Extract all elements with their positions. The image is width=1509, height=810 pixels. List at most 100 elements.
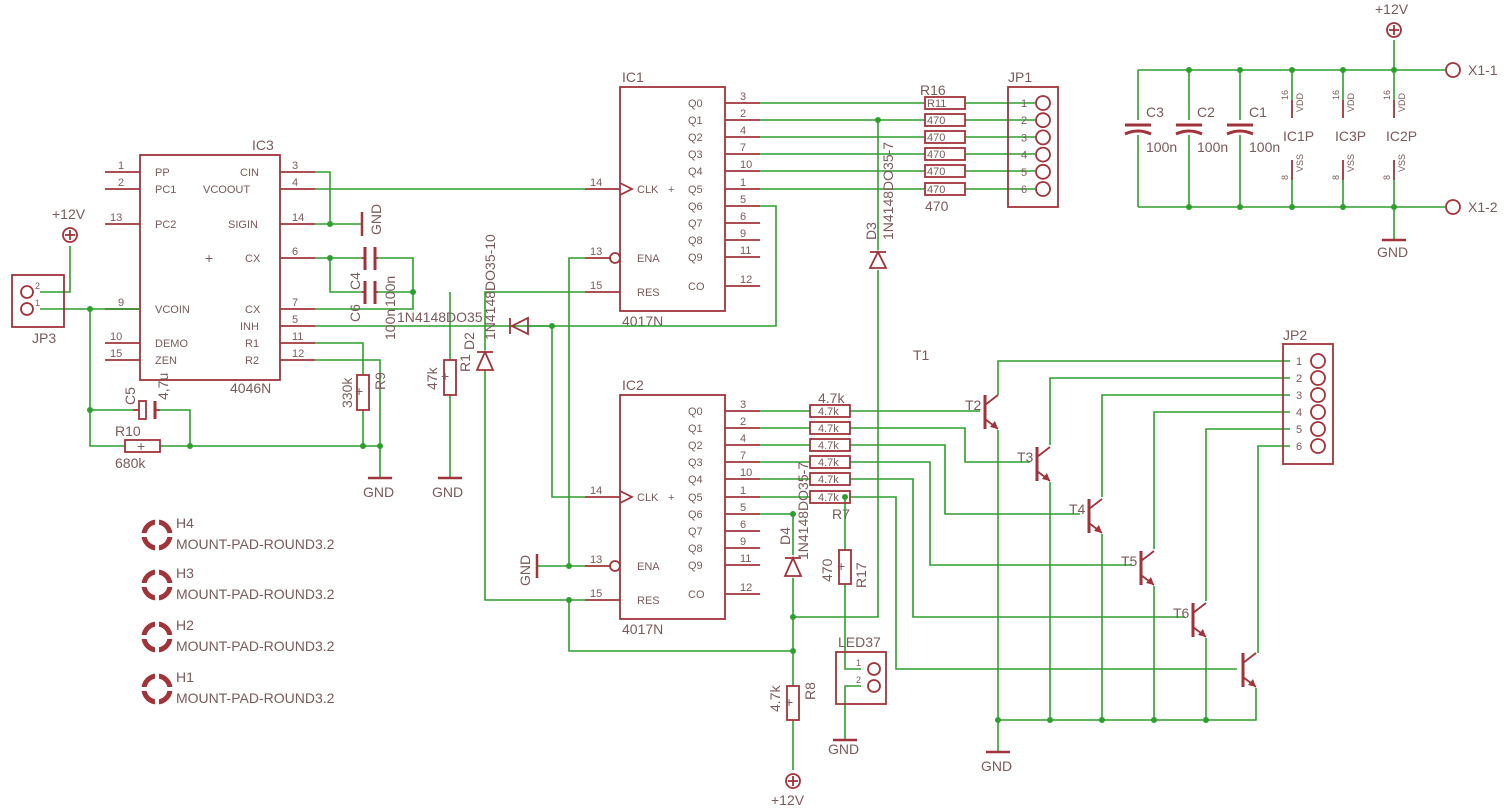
- transistor-name: T4: [1069, 501, 1086, 517]
- npn-transistor: T2: [965, 394, 999, 430]
- ic1p-vss: VSS: [1295, 154, 1305, 172]
- npn-transistor: T4: [1069, 498, 1103, 534]
- r9-mark: +: [355, 383, 363, 399]
- jp1-pin-pad: [1035, 95, 1051, 111]
- ic1-pin-num: 9: [740, 228, 746, 240]
- ic2-pin-num: 9: [740, 536, 746, 548]
- ic2-pin-num: 14: [590, 485, 602, 497]
- jp2-body: [1282, 343, 1334, 465]
- ic2-pin-name: CLK: [637, 492, 659, 504]
- ic2-pin-num: 15: [590, 588, 602, 600]
- ic1-pin-num: 4: [740, 125, 746, 137]
- ic2-pin-num: 2: [740, 416, 746, 428]
- c3-name: C3: [1146, 104, 1164, 120]
- led37-pin-pad: [867, 679, 881, 693]
- ic1-pin-name: Q9: [688, 252, 703, 264]
- c6: C6 100n: [347, 281, 398, 340]
- d1: 1N4148DO35: [397, 309, 529, 336]
- r10-value: 680k: [115, 455, 146, 471]
- jp1-pin-pad: [1035, 181, 1051, 197]
- npn-transistor: T5: [1121, 550, 1155, 586]
- ic2-pin-num: 6: [740, 519, 746, 531]
- ic3-pin-name: R2: [245, 355, 259, 367]
- ic2-name: IC2: [622, 377, 644, 393]
- jp2-pin-num: 6: [1296, 441, 1302, 453]
- ic2-origin-mark: +: [668, 492, 674, 504]
- ic2p-pin-vss: 8: [1382, 175, 1392, 180]
- junctions: [87, 67, 1397, 723]
- c1-value: 100n: [1249, 139, 1280, 155]
- ic2-pin-num: 13: [590, 554, 602, 566]
- jp2-pin-pad: [1310, 404, 1326, 420]
- ic3-pin-name: INH: [240, 321, 259, 333]
- ic1-pin-num: 14: [590, 177, 602, 189]
- ic3-pin-name: CX: [245, 253, 261, 265]
- jp3-pin-num: 1: [35, 298, 40, 308]
- ic2-part: 4017N: [622, 621, 663, 637]
- jp2-pin-pad: [1310, 387, 1326, 403]
- jp2-name: JP2: [1283, 327, 1307, 343]
- r8-name: R8: [802, 682, 818, 700]
- ic1-pin-name: Q8: [688, 235, 703, 247]
- mount-pad-part: MOUNT-PAD-ROUND3.2: [176, 586, 335, 602]
- ic3-pin-num: 12: [292, 348, 304, 360]
- ic2-pin-name: Q9: [688, 560, 703, 572]
- jp1-body: [1007, 86, 1059, 208]
- r16-row-label: 470: [927, 132, 945, 144]
- transistor-name: T3: [1017, 449, 1034, 465]
- vcc-symbol: +12V: [771, 773, 805, 808]
- r7-bank-row-label: 4.7k: [818, 492, 839, 504]
- x1-1-label: X1-1: [1468, 62, 1498, 78]
- ic1-origin-mark: +: [668, 184, 674, 196]
- d2-name: D2: [461, 332, 477, 350]
- r7-bank-resistor: [809, 404, 851, 418]
- gnd-label: GND: [828, 741, 859, 757]
- ic3p-vdd: VDD: [1346, 92, 1356, 112]
- r7-bank-row-label: 4.7k: [818, 406, 839, 418]
- d1-part: 1N4148DO35: [397, 309, 483, 325]
- ic2-pin-name: Q5: [688, 492, 703, 504]
- ic2-pin-name: Q4: [688, 474, 703, 486]
- gnd-label: GND: [363, 484, 394, 500]
- gnd-label: GND: [368, 204, 384, 235]
- ic1-pin-num: 3: [740, 91, 746, 103]
- ic3-pin-name: CIN: [240, 167, 259, 179]
- ic2-pin-name: Q7: [688, 526, 703, 538]
- c4: C4 100n: [347, 247, 398, 307]
- ic3-pin-name: VCOIN: [155, 304, 190, 316]
- t1-name: T1: [913, 347, 930, 363]
- ic3p-pin-vdd: 16: [1331, 90, 1341, 100]
- ic2-pin-name: RES: [637, 595, 660, 607]
- jp2-pin-num: 4: [1296, 407, 1302, 419]
- jp3-pin-pad: [20, 285, 34, 299]
- ic1p-vdd: VDD: [1295, 92, 1305, 112]
- r16-resistor: [924, 96, 966, 110]
- ic3-pin-num: 3: [292, 160, 298, 172]
- c1-name: C1: [1249, 104, 1267, 120]
- c2-name: C2: [1197, 104, 1215, 120]
- ic1-pin-num: 1: [740, 177, 746, 189]
- c2-value: 100n: [1197, 139, 1228, 155]
- ic1-pin-name: Q1: [688, 115, 703, 127]
- ic1p: 16 VDD IC1P VSS 8: [1280, 90, 1314, 180]
- r8: + 4.7k R8: [767, 682, 818, 721]
- r17-name: R17: [853, 562, 869, 588]
- ic3-pin-name: PC1: [155, 184, 176, 196]
- ic1-pin-name: RES: [637, 287, 660, 299]
- mount-pad-name: H4: [176, 515, 194, 531]
- ic1-body: [619, 86, 726, 312]
- ic3-name: IC3: [252, 137, 274, 153]
- d2: D2 1N4148DO35-10: [461, 234, 498, 371]
- ic3p: 16 VDD IC3P VSS 8: [1331, 90, 1366, 180]
- r17: + 470 R17: [819, 549, 869, 588]
- gnd-label: GND: [517, 555, 533, 586]
- c6-value: 100n: [382, 309, 398, 340]
- r7-bank-row-label: 4.7k: [818, 457, 839, 469]
- ic1-pin-name: Q5: [688, 184, 703, 196]
- r16-resistor: [924, 164, 966, 178]
- ic3-pin-name: ZEN: [155, 355, 177, 367]
- ic1-pin-num: 7: [740, 142, 746, 154]
